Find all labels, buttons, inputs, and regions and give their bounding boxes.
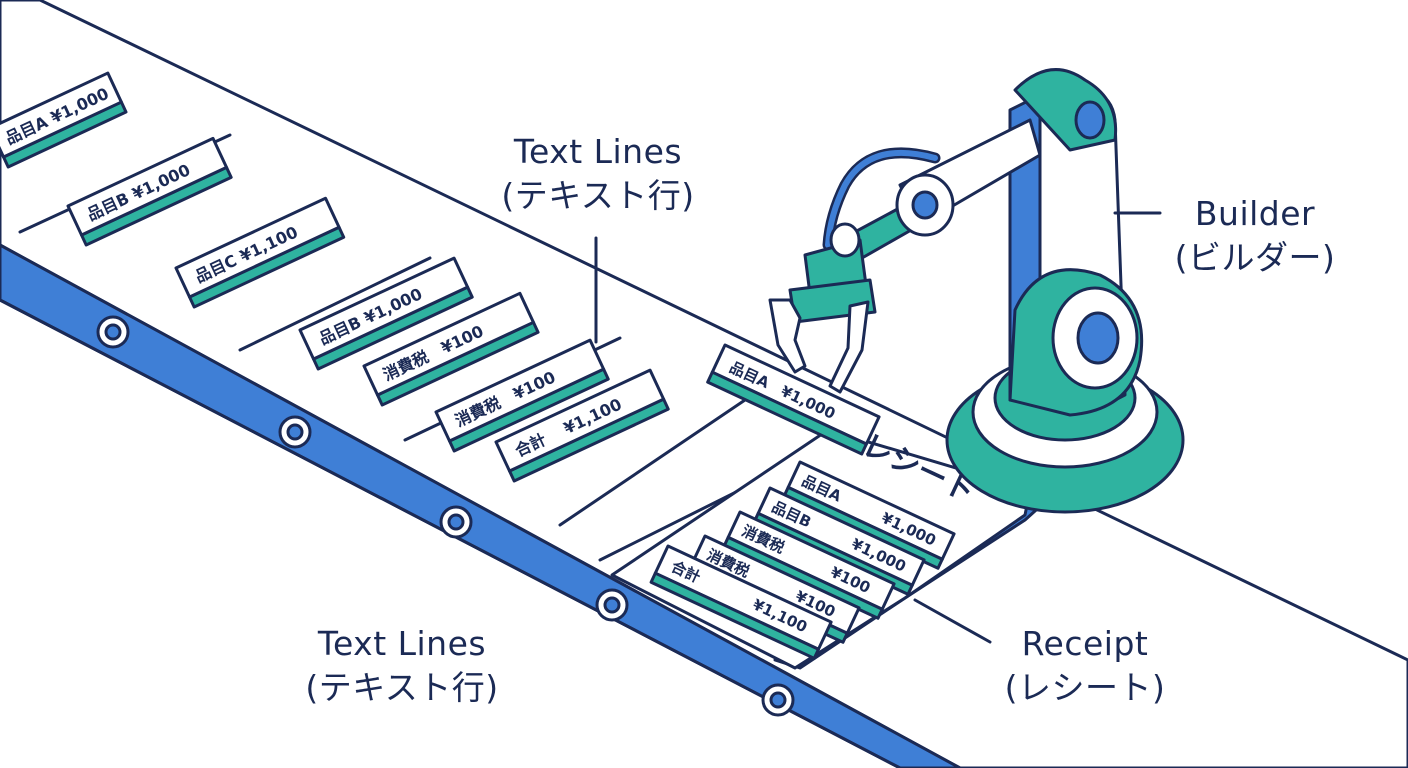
belt-roller — [595, 588, 629, 622]
belt-side — [0, 243, 962, 768]
text-line-block: 品目B ¥1,000 — [66, 136, 233, 247]
robot-gripper-finger-right — [828, 300, 870, 394]
callout-receipt-en: Receipt — [1021, 624, 1149, 663]
callout-builder: Builder (ビルダー) — [1155, 192, 1355, 280]
receipt-row: 合計 ¥1,100 — [649, 544, 833, 660]
callout-text-lines-bottom: Text Lines (テキスト行) — [272, 622, 532, 710]
callout-text-lines-top-ja: (テキスト行) — [501, 176, 695, 215]
robot-elbow-joint — [911, 190, 939, 220]
robot-upper-joint — [1074, 100, 1106, 140]
callout-receipt-ja: (レシート) — [1004, 668, 1166, 707]
robot-arm — [768, 68, 1185, 514]
callout-builder-en: Builder — [1194, 194, 1316, 233]
callout-text-lines-bottom-en: Text Lines — [317, 624, 487, 663]
belt-roller — [761, 683, 795, 717]
gripped-text-line: 品目A ¥1,000 — [706, 343, 881, 456]
receipt-rows: 品目A ¥1,000 品目B ¥1,000 消費税 ¥100 消費税 ¥100 — [649, 460, 956, 660]
robot-cable-inner — [825, 149, 938, 248]
receipt-row: 消費税 ¥100 — [722, 510, 896, 620]
robot-wrist-joint — [829, 222, 861, 258]
belt-roller — [439, 505, 473, 539]
callout-receipt: Receipt (レシート) — [975, 622, 1195, 710]
belt-rollers — [96, 315, 795, 717]
belt-roller — [96, 315, 130, 349]
callout-builder-ja: (ビルダー) — [1174, 238, 1336, 277]
robot-shoulder-joint — [1076, 311, 1120, 365]
belt-roller — [278, 415, 312, 449]
callout-text-lines-top-en: Text Lines — [513, 132, 683, 171]
callout-text-lines-top: Text Lines (テキスト行) — [468, 130, 728, 218]
leader-line-receipt — [913, 598, 992, 644]
robot-gripper-finger-left — [768, 298, 807, 374]
leader-lines — [594, 211, 1162, 644]
callout-text-lines-bottom-ja: (テキスト行) — [305, 668, 499, 707]
